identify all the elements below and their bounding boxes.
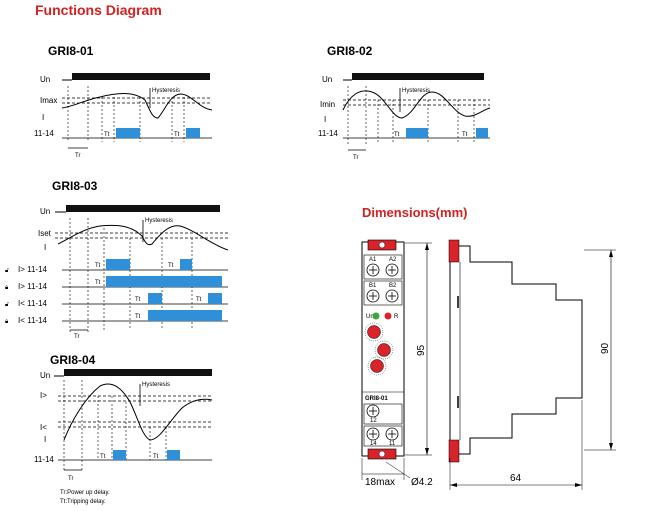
page-title: Functions Diagram	[35, 2, 162, 18]
gri8-01-title: GRI8-01	[48, 44, 94, 58]
lock-icon: 🔒︎	[5, 285, 8, 291]
dimension-18max: 18max	[365, 477, 395, 488]
row-label: I> 11-14	[18, 282, 48, 291]
tr-label: Tr	[74, 334, 79, 340]
relay-pulse	[148, 293, 162, 304]
dimensions-title: Dimensions(mm)	[362, 205, 467, 220]
label-iset: Iset	[38, 229, 52, 238]
tt-label: Tt	[174, 132, 180, 138]
relay-pulse	[148, 310, 222, 321]
label-un: Un	[40, 371, 50, 380]
label-relay: 11-14	[34, 129, 54, 138]
terminal-label: A2	[389, 257, 397, 263]
label-i: I	[42, 113, 44, 122]
gri8-02-diagram: GRI8-02 Un Imin I 11-14 Hysteresis Tt Tt…	[318, 44, 491, 161]
tt-label: Tt	[100, 454, 106, 460]
gri8-04-title: GRI8-04	[50, 353, 96, 367]
un-power-bar	[66, 205, 220, 212]
device-front-view: A1 A2 B1 B2 Un R GRI8-01 12	[361, 239, 405, 460]
note-tripping-delay: Tt:Tripping delay.	[60, 499, 106, 505]
model-label: GRI8-01	[365, 396, 388, 402]
status-led-red	[384, 312, 392, 320]
tt-label: Tt	[168, 263, 174, 269]
label-i-less: I<	[40, 423, 47, 432]
label-i: I	[44, 243, 46, 252]
gri8-04-diagram: GRI8-04 Un I> I< I 11-14 Hysteresis Tt T…	[34, 353, 213, 505]
label-relay: 11-14	[34, 455, 54, 464]
dimension-64: 64	[510, 473, 522, 484]
label-i-greater: I>	[40, 391, 47, 400]
terminal-label: B1	[369, 283, 377, 289]
terminal-label: A1	[369, 257, 377, 263]
relay-pulse	[208, 293, 222, 304]
relay-pulse	[106, 276, 222, 287]
row-label: I> 11-14	[18, 265, 48, 274]
gri8-02-title: GRI8-02	[327, 44, 373, 58]
terminal-label: 11	[389, 441, 396, 447]
label-i: I	[44, 435, 46, 444]
led-label: R	[394, 314, 399, 320]
tt-label: Tt	[95, 280, 101, 286]
gri8-01-diagram: GRI8-01 Un Imax I 11-14 Hysteresis Tt Tt…	[34, 44, 213, 159]
adjust-knob[interactable]	[377, 343, 391, 357]
hysteresis-label: Hysteresis	[402, 88, 430, 94]
relay-pulse	[186, 128, 200, 138]
tr-label: Tr	[353, 155, 358, 161]
adjust-knob[interactable]	[370, 359, 384, 373]
hysteresis-label: Hysteresis	[145, 218, 173, 224]
un-power-bar	[72, 73, 210, 80]
un-power-bar	[352, 73, 484, 80]
row-label: I< 11-14	[18, 316, 48, 325]
device-side-view	[448, 239, 583, 463]
label-un: Un	[40, 75, 50, 84]
terminal-label: 12	[370, 418, 377, 424]
unlock-icon: 🔓︎	[5, 302, 9, 308]
note-power-up-delay: Tr:Power up delay.	[60, 490, 110, 496]
label-i: I	[324, 115, 326, 124]
tt-label: Tt	[135, 314, 141, 320]
un-power-bar	[64, 369, 212, 376]
tt-label: Tt	[95, 263, 101, 269]
label-relay: 11-14	[318, 129, 338, 138]
tt-label: Tt	[196, 297, 202, 303]
terminal-label: 14	[370, 441, 377, 447]
relay-pulse	[113, 450, 126, 460]
tt-label: Tt	[462, 132, 468, 138]
lock-icon: 🔒︎	[5, 319, 8, 325]
led-label: Un	[366, 314, 374, 320]
tt-label: Tt	[394, 132, 400, 138]
label-un: Un	[40, 207, 50, 216]
label-imax: Imax	[40, 96, 57, 105]
relay-pulse	[106, 259, 130, 270]
relay-pulse	[167, 450, 180, 460]
relay-pulse	[116, 128, 140, 138]
status-led-green	[372, 312, 380, 320]
tt-label: Tt	[135, 297, 141, 303]
dimension-hole: Ø4.2	[411, 477, 433, 488]
tt-label: Tt	[104, 132, 110, 138]
dimension-90: 90	[600, 342, 611, 354]
hysteresis-label: Hysteresis	[142, 382, 170, 388]
gri8-03-diagram: GRI8-03 Un Iset I Hysteresis 🔓︎ 🔒︎ 🔓︎ 🔒︎…	[5, 179, 230, 340]
tr-label: Tr	[75, 153, 80, 159]
label-un: Un	[322, 75, 332, 84]
hysteresis-label: Hysteresis	[152, 88, 180, 94]
tr-label: Tr	[68, 476, 73, 482]
dimension-95: 95	[416, 344, 427, 356]
gri8-03-title: GRI8-03	[52, 179, 98, 193]
relay-pulse	[180, 259, 192, 270]
relay-pulse	[406, 128, 428, 138]
row-label: I< 11-14	[18, 299, 48, 308]
terminal-label: B2	[389, 283, 397, 289]
relay-pulse	[476, 128, 488, 138]
unlock-icon: 🔓︎	[5, 268, 9, 274]
tt-label: Tt	[153, 454, 159, 460]
adjust-knob[interactable]	[367, 325, 381, 339]
label-imin: Imin	[320, 100, 335, 109]
